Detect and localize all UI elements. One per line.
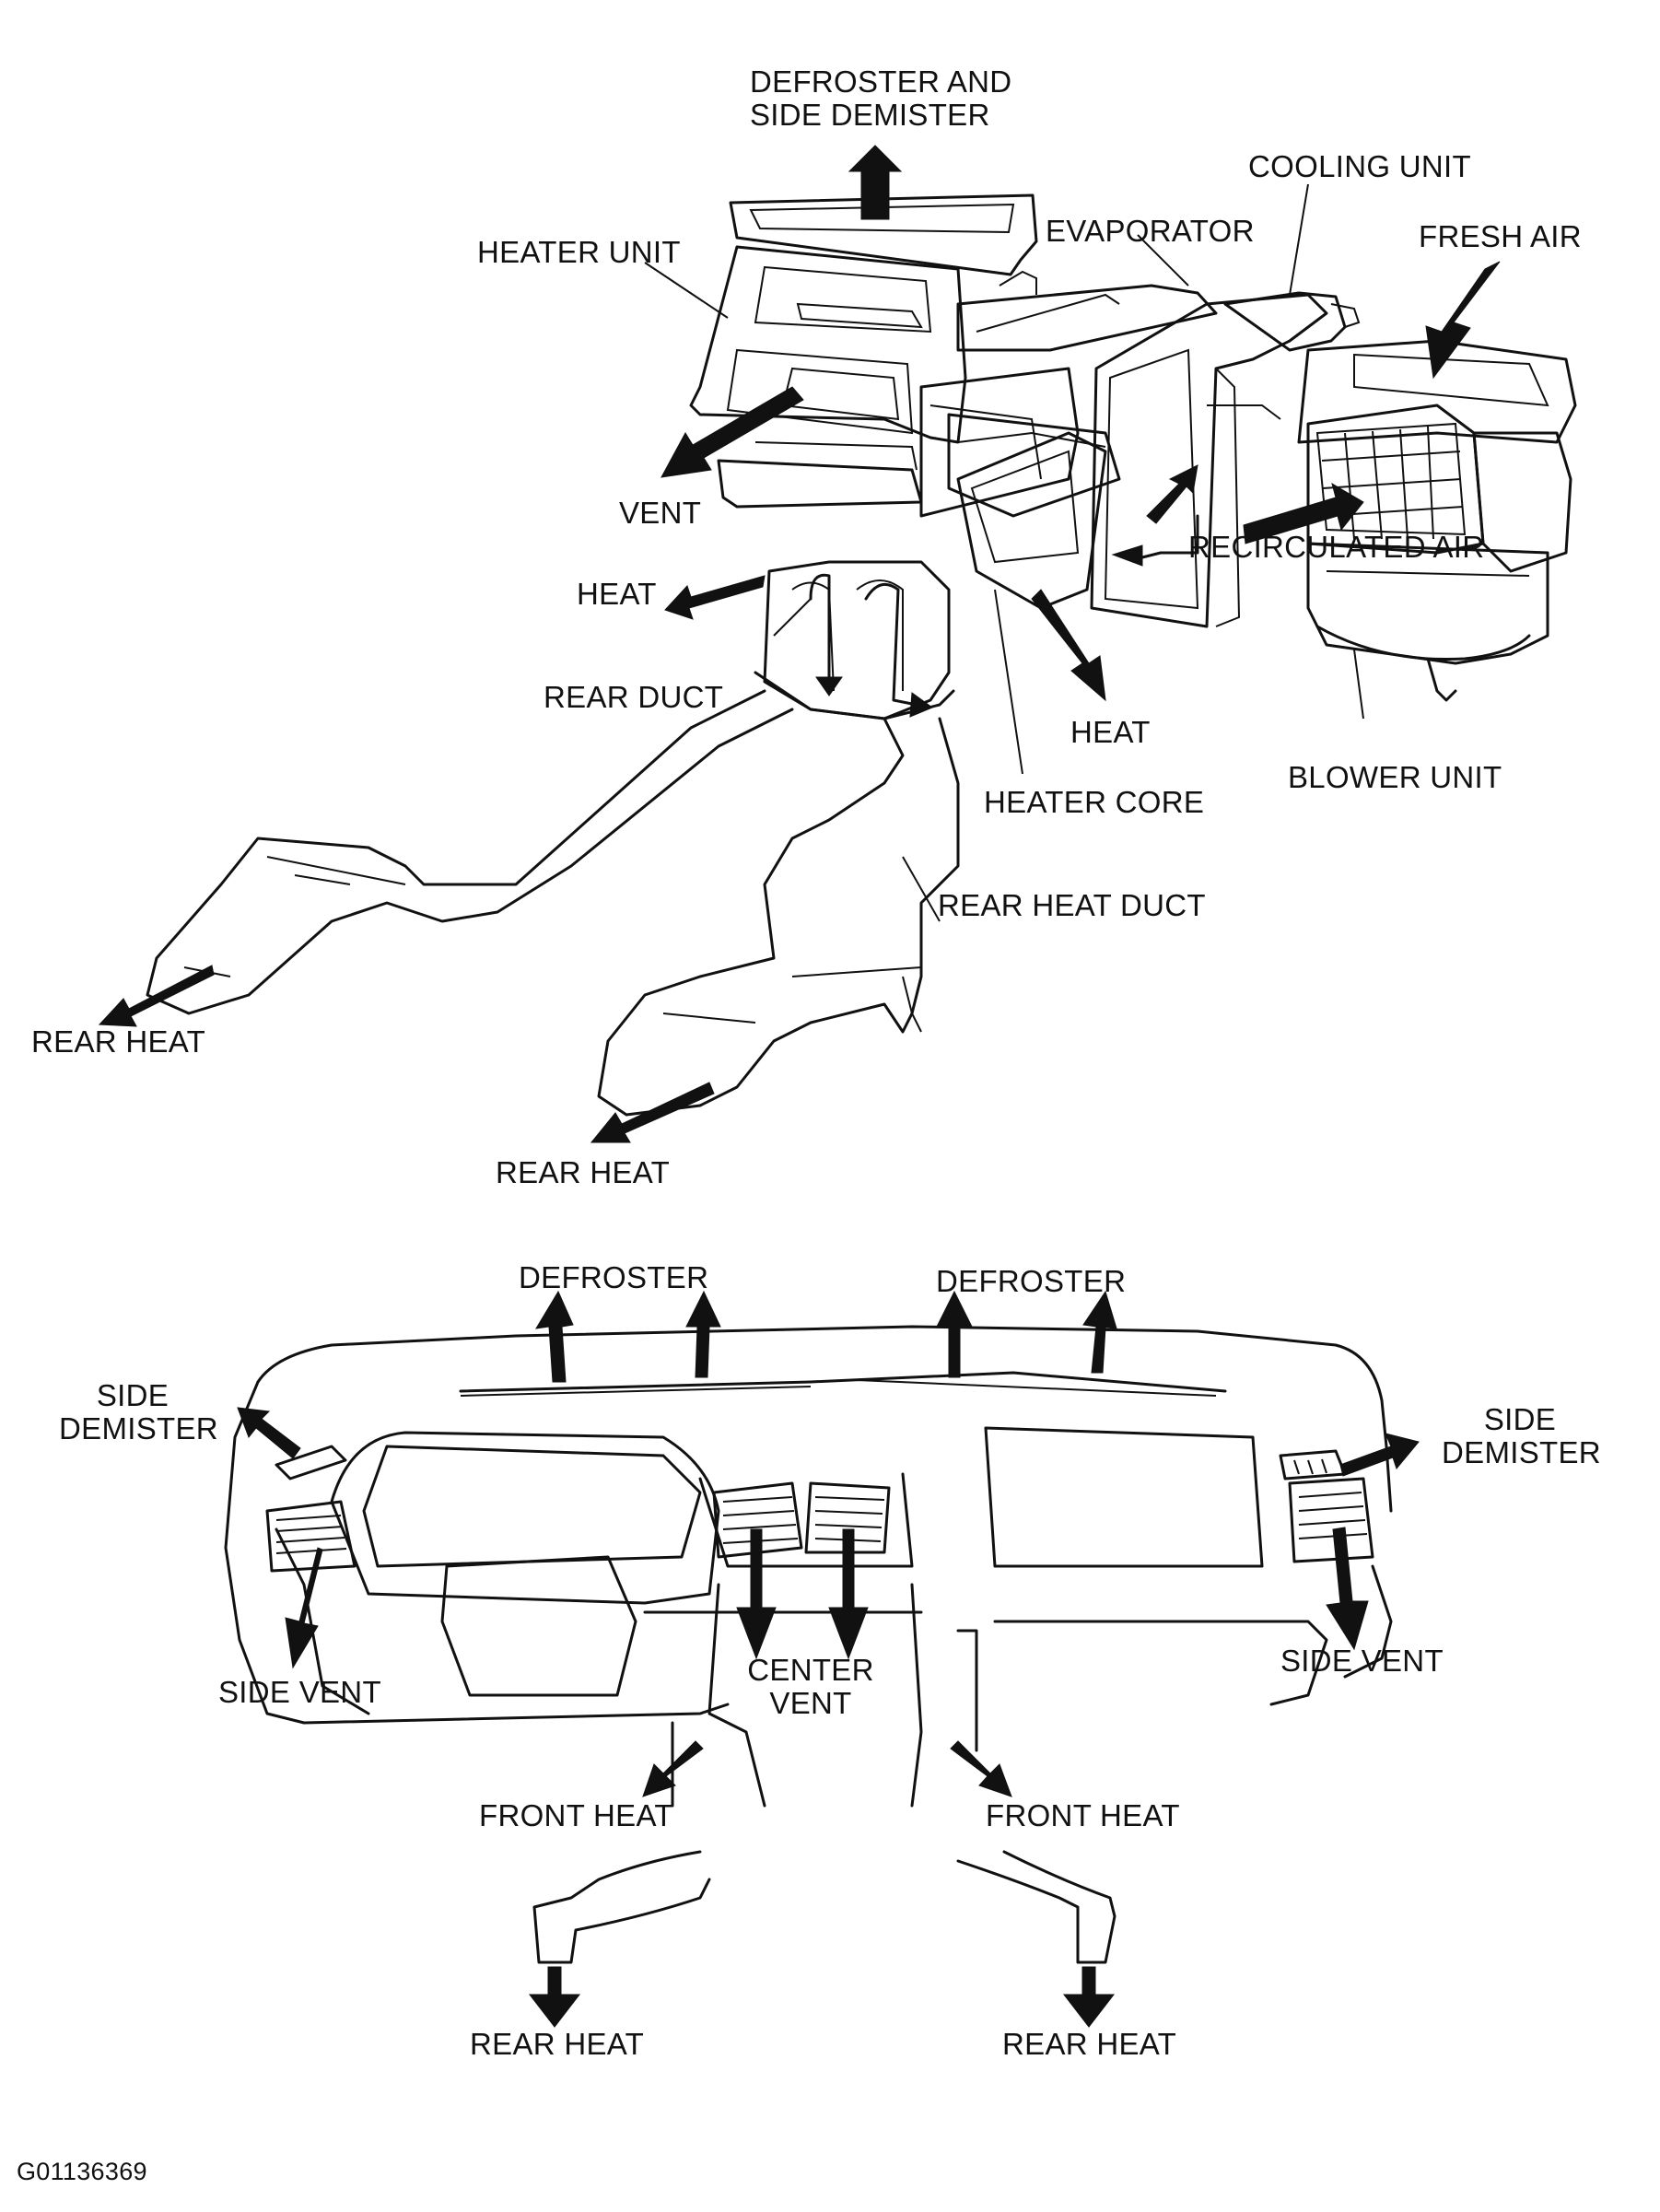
recirc-flow-path xyxy=(1140,514,1199,559)
label-side-vent-left: SIDE VENT xyxy=(218,1675,381,1709)
hvac-leader-lines xyxy=(644,183,1364,922)
defroster-arrow-4 xyxy=(1082,1290,1117,1374)
label-rear-heat-left: REAR HEAT xyxy=(31,1024,206,1059)
label-side-demister-left-line1: SIDE xyxy=(96,1378,170,1412)
label-fresh-air: FRESH AIR xyxy=(1419,219,1582,253)
dashboard-airflow-arrows xyxy=(237,1290,1420,2028)
label-defroster-right: DEFROSTER xyxy=(936,1264,1127,1298)
recirculated-air-arrow xyxy=(1243,482,1364,544)
side-demister-right-arrow xyxy=(1339,1433,1420,1477)
label-defroster-side-demister-line1: DEFROSTER AND xyxy=(750,64,1012,99)
vent-arrow xyxy=(660,386,804,478)
label-recirculated-air: RECIRCULATED AIR xyxy=(1188,530,1485,564)
label-defroster-side-demister-line2: SIDE DEMISTER xyxy=(750,98,990,132)
evaporator-inner-arrow xyxy=(1146,464,1198,524)
side-vent-right-arrow xyxy=(1326,1527,1369,1651)
label-rear-duct: REAR DUCT xyxy=(544,680,724,714)
heat-left-arrow xyxy=(664,575,766,620)
label-rear-heat-duct: REAR HEAT DUCT xyxy=(938,888,1206,922)
label-vent: VENT xyxy=(619,496,702,530)
rear-heat-left-arrow xyxy=(98,965,215,1027)
center-vent-right-arrow xyxy=(828,1528,869,1660)
recirc-flow-head xyxy=(1111,544,1143,567)
defroster-arrow-2 xyxy=(685,1290,721,1378)
hvac-airflow-arrows xyxy=(98,145,1501,1143)
label-rear-heat-center: REAR HEAT xyxy=(496,1155,671,1189)
side-demister-left-arrow xyxy=(237,1407,301,1459)
label-blower-unit: BLOWER UNIT xyxy=(1288,760,1502,794)
rear-heat-right-arrow xyxy=(1062,1966,1116,2028)
label-side-demister-right-line2: DEMISTER xyxy=(1442,1435,1601,1469)
fresh-air-curve-arrow xyxy=(1425,261,1501,380)
label-heat-left: HEAT xyxy=(577,577,657,611)
label-cooling-unit: COOLING UNIT xyxy=(1248,149,1471,183)
label-defroster-left: DEFROSTER xyxy=(519,1260,709,1294)
hvac-unit-drawing xyxy=(146,193,1577,1117)
label-heater-core: HEATER CORE xyxy=(984,785,1205,819)
heat-right-arrow xyxy=(1031,589,1106,702)
defroster-arrow-3 xyxy=(936,1290,973,1378)
label-front-heat-left: FRONT HEAT xyxy=(479,1798,673,1832)
defroster-up-arrow xyxy=(848,145,903,220)
label-front-heat-right: FRONT HEAT xyxy=(986,1798,1180,1832)
label-center-vent-line2: VENT xyxy=(769,1686,852,1720)
label-rear-heat-bottom-left: REAR HEAT xyxy=(470,2027,645,2061)
figure-code: G01136369 xyxy=(17,2158,147,2185)
label-side-vent-right: SIDE VENT xyxy=(1280,1644,1444,1678)
rear-heat-left-arrow xyxy=(528,1966,581,2028)
label-side-demister-right-line1: SIDE xyxy=(1483,1402,1557,1436)
label-rear-heat-bottom-right: REAR HEAT xyxy=(1002,2027,1177,2061)
center-vent-left-arrow xyxy=(736,1528,777,1660)
front-heat-left-arrow xyxy=(642,1740,704,1797)
front-heat-right-arrow xyxy=(950,1740,1012,1797)
defroster-arrow-1 xyxy=(535,1290,574,1383)
label-heater-unit: HEATER UNIT xyxy=(477,235,681,269)
label-evaporator: EVAPORATOR xyxy=(1046,214,1255,248)
label-side-demister-left-line2: DEMISTER xyxy=(59,1411,218,1445)
label-heat-right: HEAT xyxy=(1070,715,1151,749)
dashboard-drawing xyxy=(224,1325,1393,1964)
rear-heat-center-arrow xyxy=(590,1082,715,1143)
label-center-vent-line1: CENTER xyxy=(747,1653,874,1687)
side-vent-left-arrow xyxy=(285,1547,323,1669)
